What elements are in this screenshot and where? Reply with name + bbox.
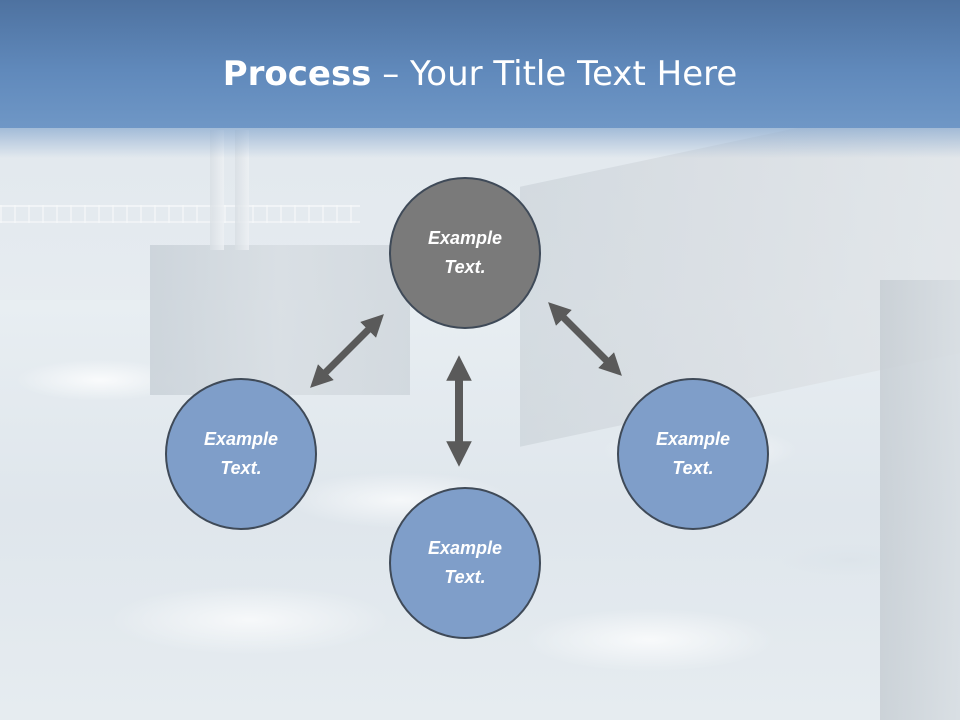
background-railing [0, 205, 360, 223]
node-center: Example Text. [389, 177, 541, 329]
title-bold: Process [222, 54, 372, 94]
arrow-center-right [548, 302, 622, 376]
background-tower [235, 130, 249, 250]
slide-title: Process – Your Title Text Here [0, 52, 960, 96]
arrow-center-left [310, 314, 384, 388]
title-bar [0, 0, 960, 128]
node-right: Example Text. [617, 378, 769, 530]
node-left: Example Text. [165, 378, 317, 530]
title-rest: – Your Title Text Here [371, 54, 738, 94]
node-center-label: Example Text. [427, 228, 503, 277]
node-right-label: Example Text. [655, 429, 731, 478]
node-bottom-label: Example Text. [427, 538, 503, 587]
background-pillar [880, 280, 960, 720]
title-bar-fade [0, 128, 960, 158]
node-bottom: Example Text. [389, 487, 541, 639]
background-tower [210, 130, 224, 250]
node-left-label: Example Text. [203, 429, 279, 478]
